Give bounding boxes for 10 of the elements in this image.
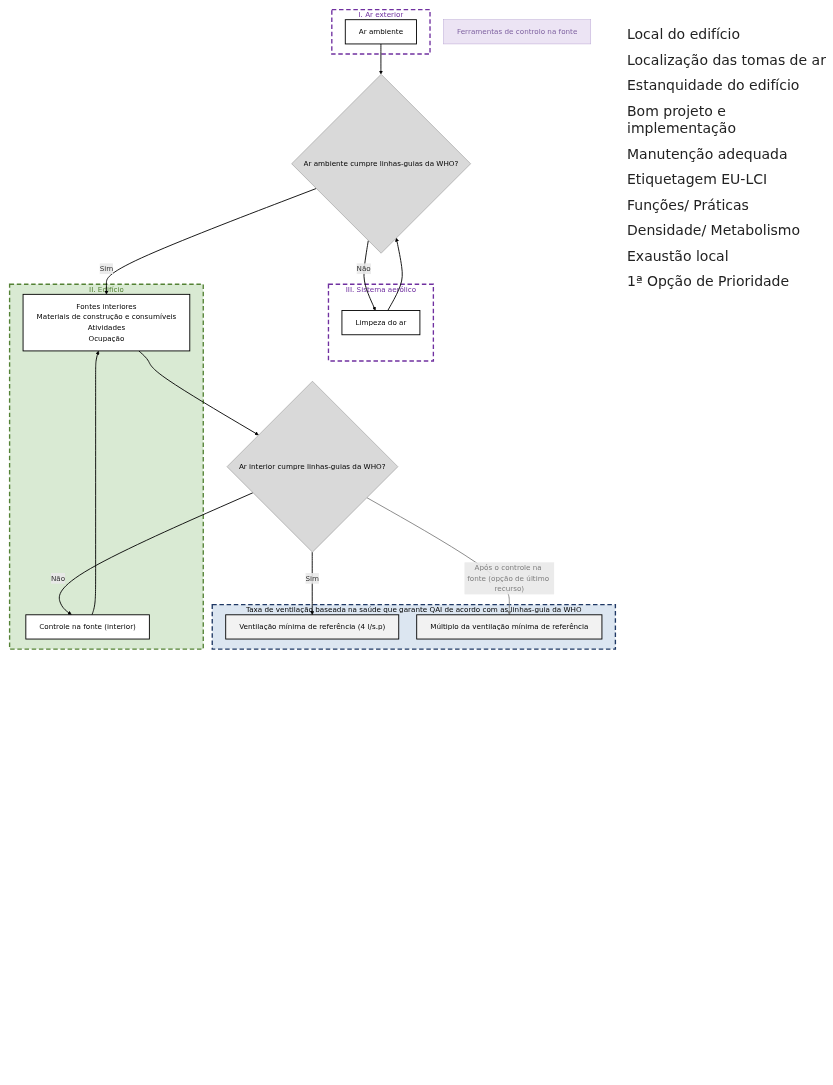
- note-text: Densidade/ Metabolismo: [627, 222, 802, 240]
- note-text: Local do edifício: [627, 26, 741, 44]
- note-text: Localização das tomas de ar: [627, 51, 827, 69]
- note-text: Exaustão local: [627, 247, 730, 265]
- note-text: Manutenção adequada: [627, 145, 789, 163]
- note-text: Bom projeto e implementação: [627, 102, 737, 138]
- note-text: Estanquidade do edifício: [627, 77, 801, 95]
- note-text: Etiquetagem EU-LCI: [627, 171, 769, 189]
- note-text: 1ª Opção de Prioridade: [627, 273, 791, 291]
- note-text: Funções/ Práticas: [627, 196, 750, 214]
